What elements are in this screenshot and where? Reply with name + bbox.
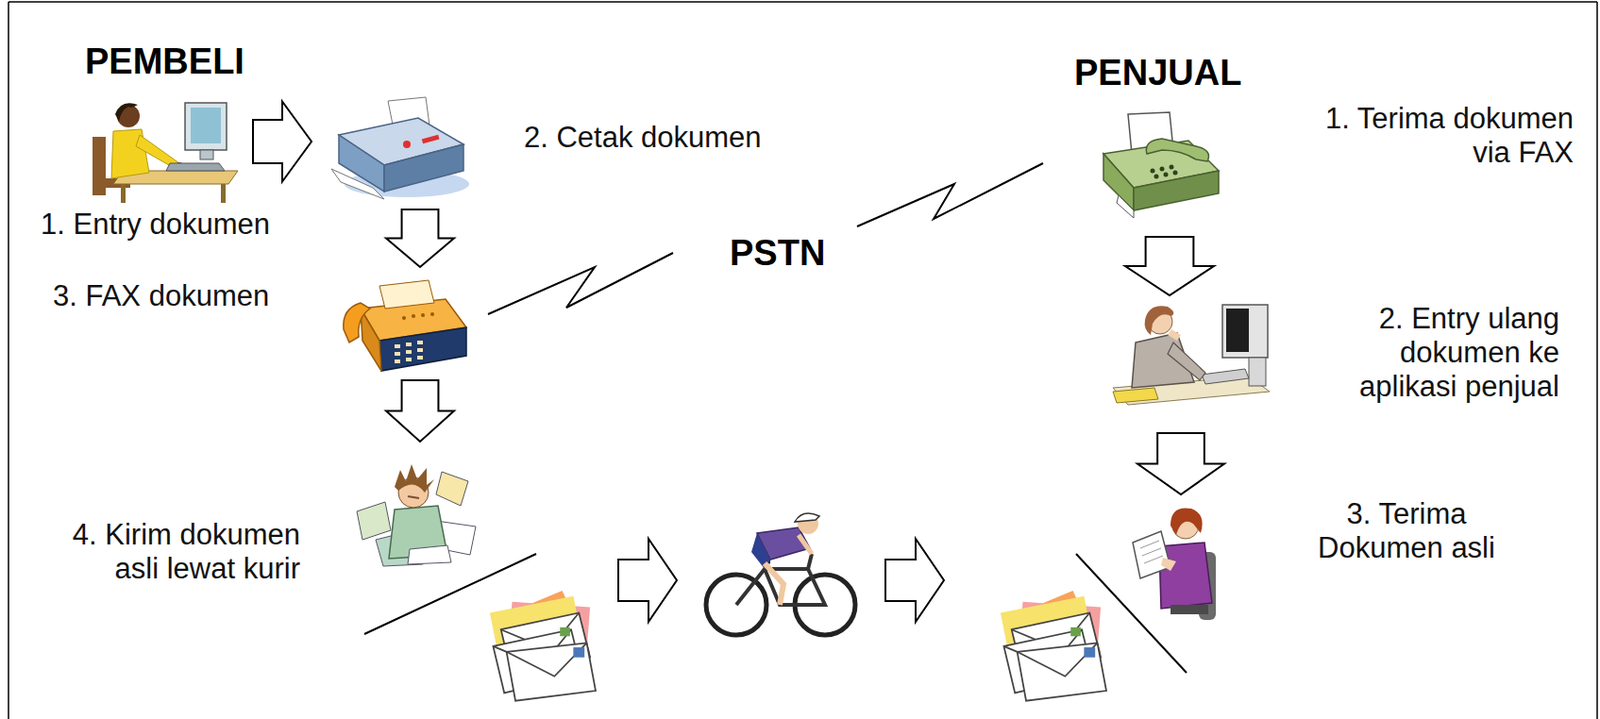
block-arrow — [386, 209, 455, 268]
step-node: 4. Kirim dokumen asli lewat kurir — [356, 464, 480, 567]
fax-machine-icon — [343, 280, 467, 371]
block-arrow — [1125, 236, 1214, 296]
courier-icon — [356, 464, 476, 567]
cyclist-icon — [706, 513, 856, 636]
party-title: PEMBELI — [84, 41, 245, 83]
block-arrow — [386, 380, 455, 442]
fax-machine-icon — [1103, 112, 1219, 219]
network-label: PSTN — [726, 233, 828, 274]
step-label: 1. Entry dokumen — [40, 207, 288, 242]
step-node: 3. Terima Dokumen asli — [1132, 505, 1235, 624]
seller-computer-icon — [1112, 304, 1270, 405]
envelopes-icon — [1000, 590, 1107, 702]
printer-icon — [331, 97, 470, 200]
step-node: 3. FAX dokumen — [341, 280, 470, 373]
buyer-computer-icon — [92, 102, 238, 203]
frame — [8, 1, 1598, 719]
step-node: 2. Cetak dokumen — [331, 97, 470, 200]
pstn-link — [488, 163, 1044, 315]
block-arrow — [252, 101, 312, 183]
envelopes-icon — [489, 590, 596, 702]
step-node: 1. Entry dokumen — [86, 97, 245, 204]
step-label: 1. Terima dokumen via FAX — [1304, 101, 1574, 170]
block-arrow — [885, 538, 944, 623]
step-label: 4. Kirim dokumen asli lewat kurir — [40, 518, 301, 587]
party-title: PENJUAL — [1074, 52, 1242, 94]
reader-icon — [1132, 507, 1216, 621]
step-label: 2. Entry ulang dokumen ke aplikasi penju… — [1332, 302, 1560, 405]
step-label: 3. Terima Dokumen asli — [1297, 497, 1516, 566]
block-arrow — [1137, 433, 1225, 495]
block-arrow — [618, 538, 677, 623]
step-node: 2. Entry ulang dokumen ke aplikasi penju… — [1107, 301, 1271, 419]
step-node: 1. Terima dokumen via FAX — [1090, 112, 1220, 219]
step-label: 3. FAX dokumen — [52, 279, 299, 314]
step-label: 2. Cetak dokumen — [523, 120, 798, 155]
